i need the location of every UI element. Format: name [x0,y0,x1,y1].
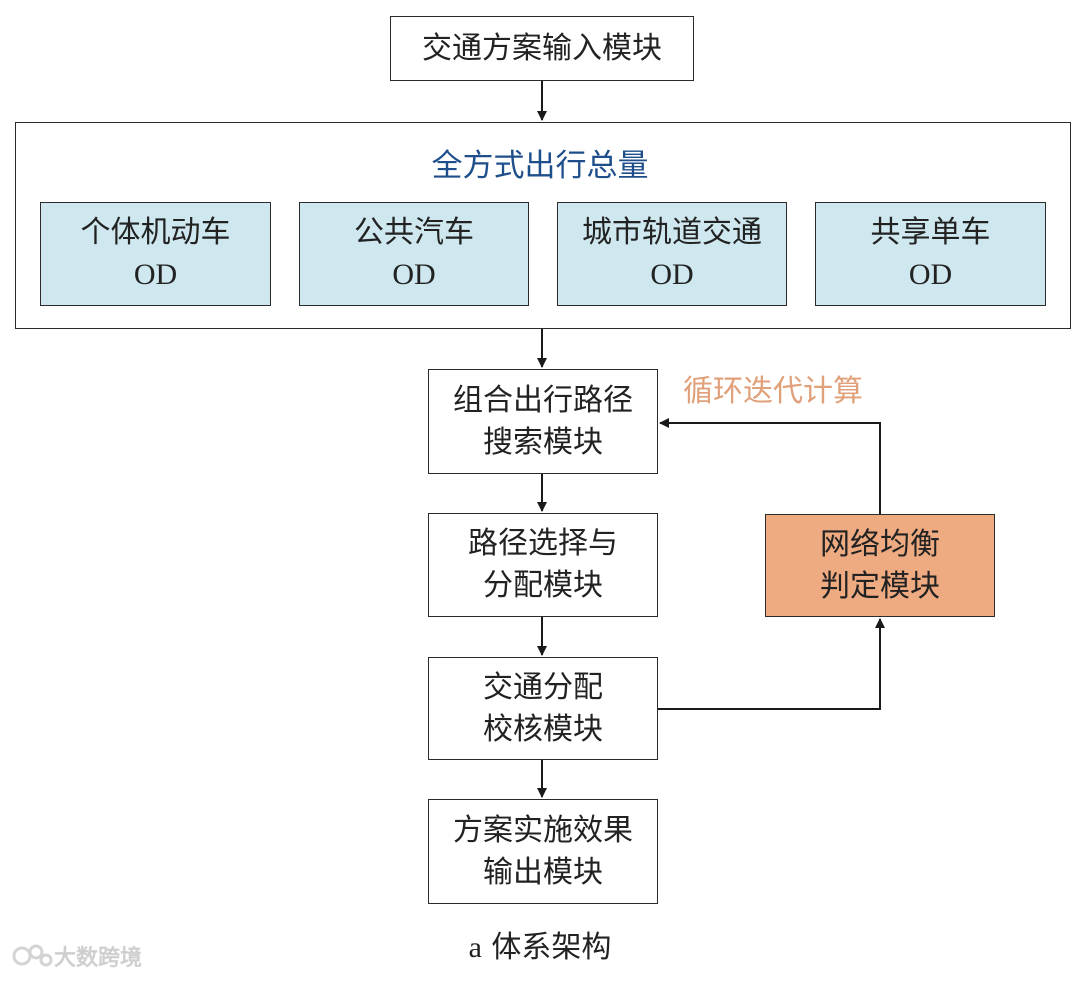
od-label-line1: 个体机动车 [80,215,231,250]
watermark: 大数跨境 [12,940,142,972]
od-label-line1: 城市轨道交通 [582,215,762,250]
input-module-box: 交通方案输入模块 [390,16,694,81]
od-label-line2: OD [650,258,694,291]
od-label-line1: 公共汽车 [354,215,474,250]
path-search-line2: 搜索模块 [483,424,603,460]
od-box-rail-transit: 城市轨道交通 OD [557,202,787,306]
assign-check-box: 交通分配 校核模块 [428,657,658,760]
path-select-line2: 分配模块 [483,568,603,603]
od-label-line2: OD [392,258,436,291]
od-label-line2: OD [908,258,953,291]
output-module-line1: 方案实施效果 [453,812,633,848]
input-module-label: 交通方案输入模块 [422,30,662,66]
od-label-line1: 共享单车 [870,215,991,250]
watermark-text: 大数跨境 [54,946,143,971]
assign-check-line1: 交通分配 [483,669,603,705]
arrow-equilibrium-to-search [659,418,881,514]
equilibrium-line1: 网络均衡 [820,526,940,562]
path-search-box: 组合出行路径 搜索模块 [428,369,658,474]
equilibrium-line2: 判定模块 [820,568,940,604]
figure-caption: a 体系架构 [0,922,1080,966]
watermark-logo-icon [12,944,53,967]
caption-prefix: a [468,931,482,964]
equilibrium-box: 网络均衡 判定模块 [765,514,995,617]
loop-iteration-label: 循环迭代计算 [683,374,863,409]
assign-check-line2: 校核模块 [483,711,603,747]
path-search-line1: 组合出行路径 [453,382,633,418]
od-label-line2: OD [133,258,178,291]
od-box-private-car: 个体机动车 OD [40,202,271,306]
travel-total-title: 全方式出行总量 [431,148,649,184]
path-select-line1: 路径选择与 [468,526,618,561]
path-select-box: 路径选择与 分配模块 [428,513,658,617]
od-box-bus: 公共汽车 OD [299,202,529,306]
output-module-box: 方案实施效果 输出模块 [428,799,658,904]
output-module-line2: 输出模块 [483,854,603,890]
arrow-check-to-equilibrium [658,618,885,710]
od-box-shared-bike: 共享单车 OD [815,202,1046,306]
caption-text: 体系架构 [481,930,612,965]
